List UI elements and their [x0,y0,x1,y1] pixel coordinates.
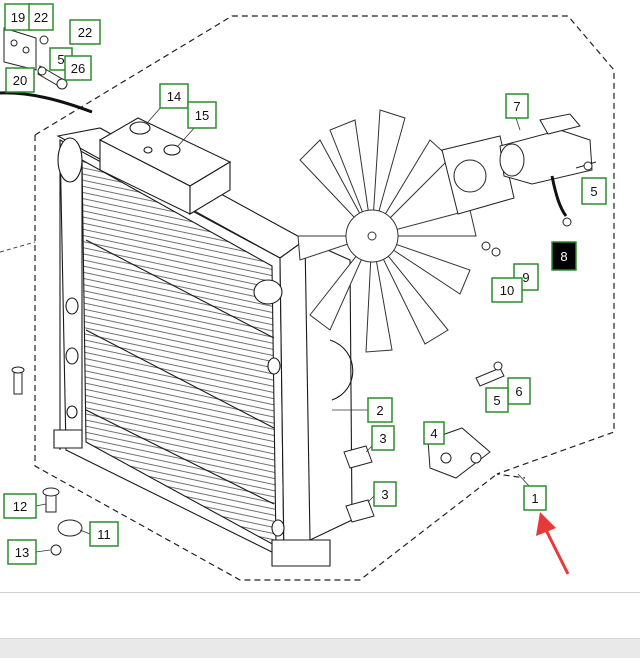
callout-7-label: 7 [513,99,520,114]
assembly-boundary [34,15,615,581]
bottom-panel [0,592,640,639]
callout-10-label: 10 [500,283,514,298]
callout-2: 2 [367,397,393,423]
callout-20-label: 20 [13,73,27,88]
callout-5-right: 5 [581,177,607,205]
callout-5-right-label: 5 [590,184,597,199]
callout-22-right-label: 22 [78,25,92,40]
callout-3-lower: 3 [373,481,397,507]
callout-3-upper: 3 [371,425,395,451]
callout-15-label: 15 [195,108,209,123]
hose-line [0,91,93,114]
callout-19-label: 19 [11,10,25,25]
callout-14: 14 [159,83,189,109]
callout-1-label: 1 [531,491,538,506]
callout-4: 4 [423,421,445,445]
callout-6-label: 6 [515,384,522,399]
callout-8: 8 [551,241,577,271]
fan [297,109,477,353]
exploded-view-drawing: 19 22 22 5 26 20 14 15 7 5 8 9 [0,3,615,581]
callout-22-top-label: 22 [34,10,48,25]
callout-1: 1 [523,485,547,511]
callout-10: 10 [491,277,523,303]
callout-6: 6 [507,377,531,405]
fan-drive [441,113,597,257]
leader-line [0,241,36,253]
callout-9-label: 9 [522,270,529,285]
callout-22-top: 22 [28,3,54,31]
callout-2-label: 2 [376,403,383,418]
callout-19: 19 [4,3,32,31]
callout-3-upper-label: 3 [379,431,386,446]
callout-4-label: 4 [430,426,437,441]
callout-11-label: 11 [97,527,111,542]
callout-26-label: 26 [71,61,85,76]
callout-20: 20 [5,67,35,93]
callout-5-mid-label: 5 [493,393,500,408]
callout-15: 15 [187,101,217,129]
mounting-bracket [3,27,68,90]
expansion-tank [98,117,232,215]
callout-14-label: 14 [167,89,181,104]
status-strip [0,638,640,658]
callout-13-label: 13 [15,545,29,560]
callout-5-top-label: 5 [57,52,64,67]
callout-12: 12 [3,493,37,519]
hardware [11,361,505,556]
callout-5-mid: 5 [485,387,509,413]
callout-11: 11 [89,521,119,547]
callout-3-lower-label: 3 [381,487,388,502]
callout-7: 7 [505,93,529,119]
callout-8-label: 8 [560,249,567,264]
pointer-arrow [536,512,570,575]
callout-13: 13 [7,539,37,565]
callout-22-right: 22 [69,19,101,45]
callout-12-label: 12 [13,499,27,514]
callout-26: 26 [64,55,92,81]
